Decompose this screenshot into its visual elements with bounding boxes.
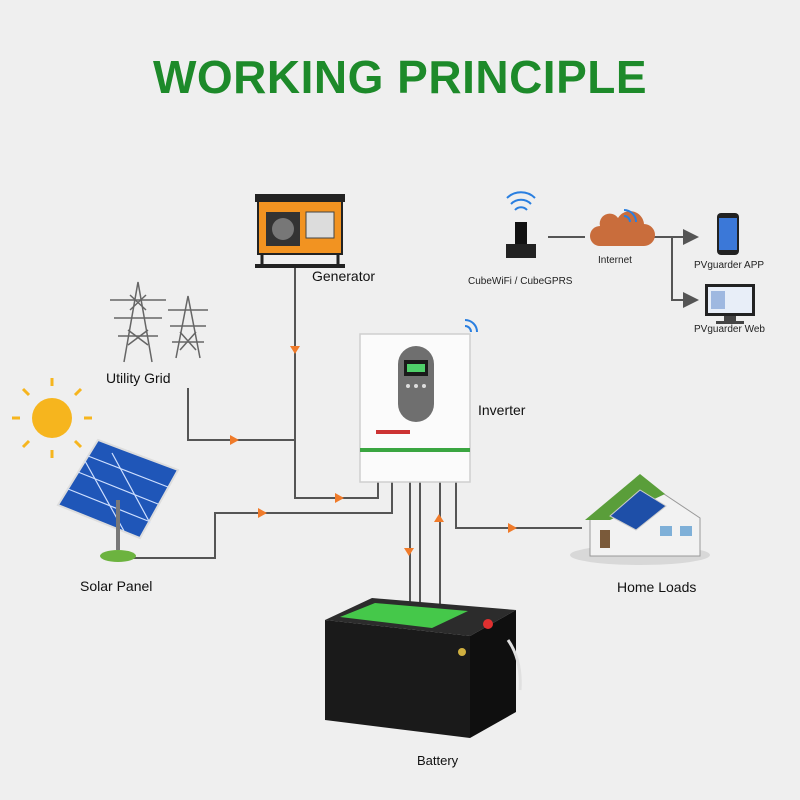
flow-arrow-generator — [290, 346, 300, 354]
phone-icon — [717, 213, 739, 255]
wifi-dongle-icon — [506, 191, 536, 258]
flow-arrow-to-battery — [404, 548, 414, 556]
flow-arrow-grid — [230, 435, 239, 445]
flow-arrow-solar — [258, 508, 267, 518]
page-title: WORKING PRINCIPLE — [152, 51, 648, 103]
label-battery: Battery — [417, 753, 459, 768]
label-app: PVguarder APP — [694, 260, 765, 271]
label-internet: Internet — [598, 255, 632, 266]
label-web: PVguarder Web — [694, 324, 765, 335]
inverter-wifi-icon — [464, 319, 478, 333]
wires — [128, 229, 699, 605]
label-inverter: Inverter — [478, 402, 526, 418]
label-generator: Generator — [312, 268, 376, 284]
generator-icon — [255, 194, 345, 268]
house-icon — [570, 474, 710, 565]
monitor-icon — [705, 284, 755, 324]
battery-icon — [325, 598, 522, 738]
flow-arrow-home — [508, 523, 517, 533]
flow-arrows — [230, 346, 517, 556]
label-solar-panel: Solar Panel — [80, 578, 153, 594]
inverter-icon — [359, 333, 471, 483]
utility-tower-icon — [110, 281, 208, 363]
flow-arrow-from-battery — [434, 514, 444, 522]
solar-panel-icon — [56, 438, 180, 562]
label-utility-grid: Utility Grid — [106, 370, 171, 386]
flow-arrow-generator-inverter — [335, 493, 344, 503]
label-home-loads: Home Loads — [617, 579, 697, 595]
sun-icon — [12, 378, 92, 458]
label-cubewifi: CubeWiFi / CubeGPRS — [468, 276, 573, 287]
cloud-icon — [590, 209, 655, 246]
